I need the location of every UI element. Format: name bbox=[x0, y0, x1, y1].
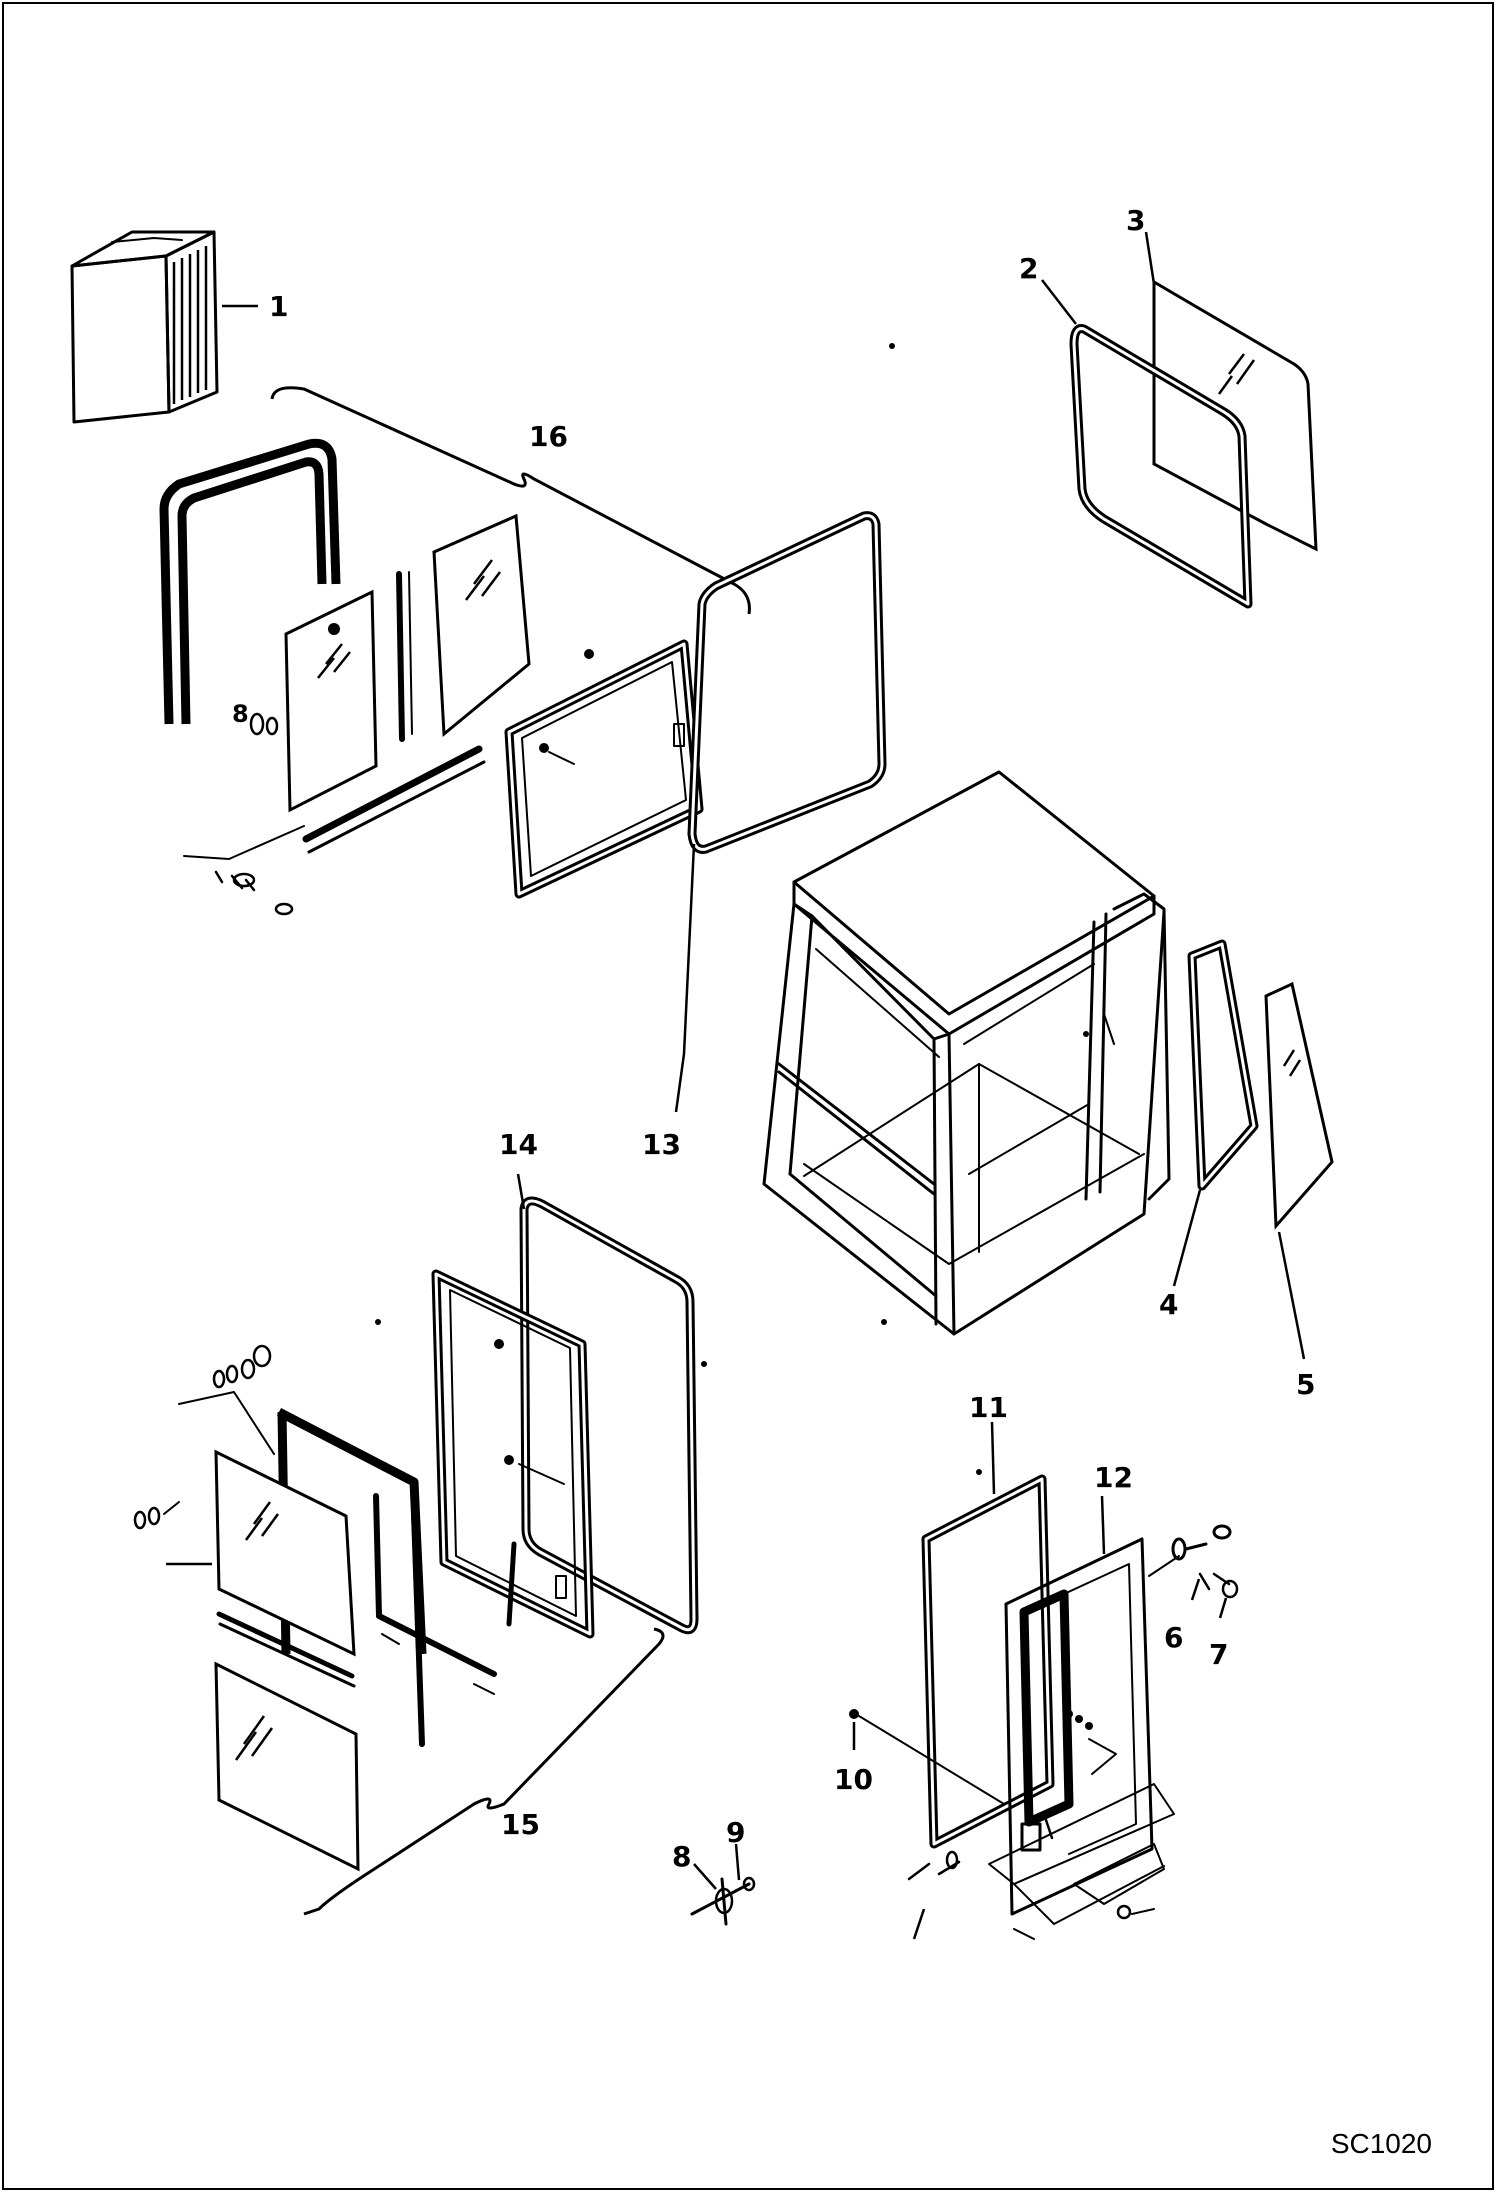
callout-7: 7 bbox=[1209, 1638, 1228, 1671]
part-4-5-windows bbox=[1172, 939, 1334, 1360]
callout-10: 10 bbox=[834, 1763, 873, 1796]
callout-5: 5 bbox=[1296, 1368, 1315, 1401]
cab-frame bbox=[762, 770, 1171, 1336]
callout-13: 13 bbox=[642, 1128, 681, 1161]
callout-3: 3 bbox=[1126, 204, 1145, 237]
part-1-cover bbox=[70, 230, 258, 424]
callout-14: 14 bbox=[499, 1128, 538, 1161]
part-15-assembly bbox=[133, 1269, 665, 1916]
part-11-12-door bbox=[849, 1421, 1239, 1940]
callout-4: 4 bbox=[1159, 1288, 1178, 1321]
part-2-3-window bbox=[1041, 231, 1318, 609]
callout-11: 11 bbox=[969, 1391, 1008, 1424]
callout-16: 16 bbox=[529, 420, 568, 453]
callout-6: 6 bbox=[1164, 1621, 1183, 1654]
drawing-code: SC1020 bbox=[1330, 2128, 1432, 2159]
callout-12: 12 bbox=[1094, 1461, 1133, 1494]
callout-8-upper: 8 bbox=[232, 700, 249, 728]
part-16-assembly bbox=[159, 386, 751, 916]
callout-15: 15 bbox=[501, 1808, 540, 1841]
part-13-seal bbox=[674, 511, 887, 1113]
callout-9: 9 bbox=[726, 1816, 745, 1849]
exploded-parts-diagram: 1 2 3 4 5 6 7 8 9 10 11 12 13 14 15 16 8 bbox=[70, 204, 1334, 1940]
part-8-9-fasteners bbox=[690, 1843, 756, 1926]
callout-2: 2 bbox=[1019, 252, 1038, 285]
part-14-seal bbox=[516, 1173, 699, 1635]
callout-8: 8 bbox=[672, 1840, 691, 1873]
callout-1: 1 bbox=[269, 290, 288, 323]
stray-marks bbox=[375, 343, 982, 1475]
